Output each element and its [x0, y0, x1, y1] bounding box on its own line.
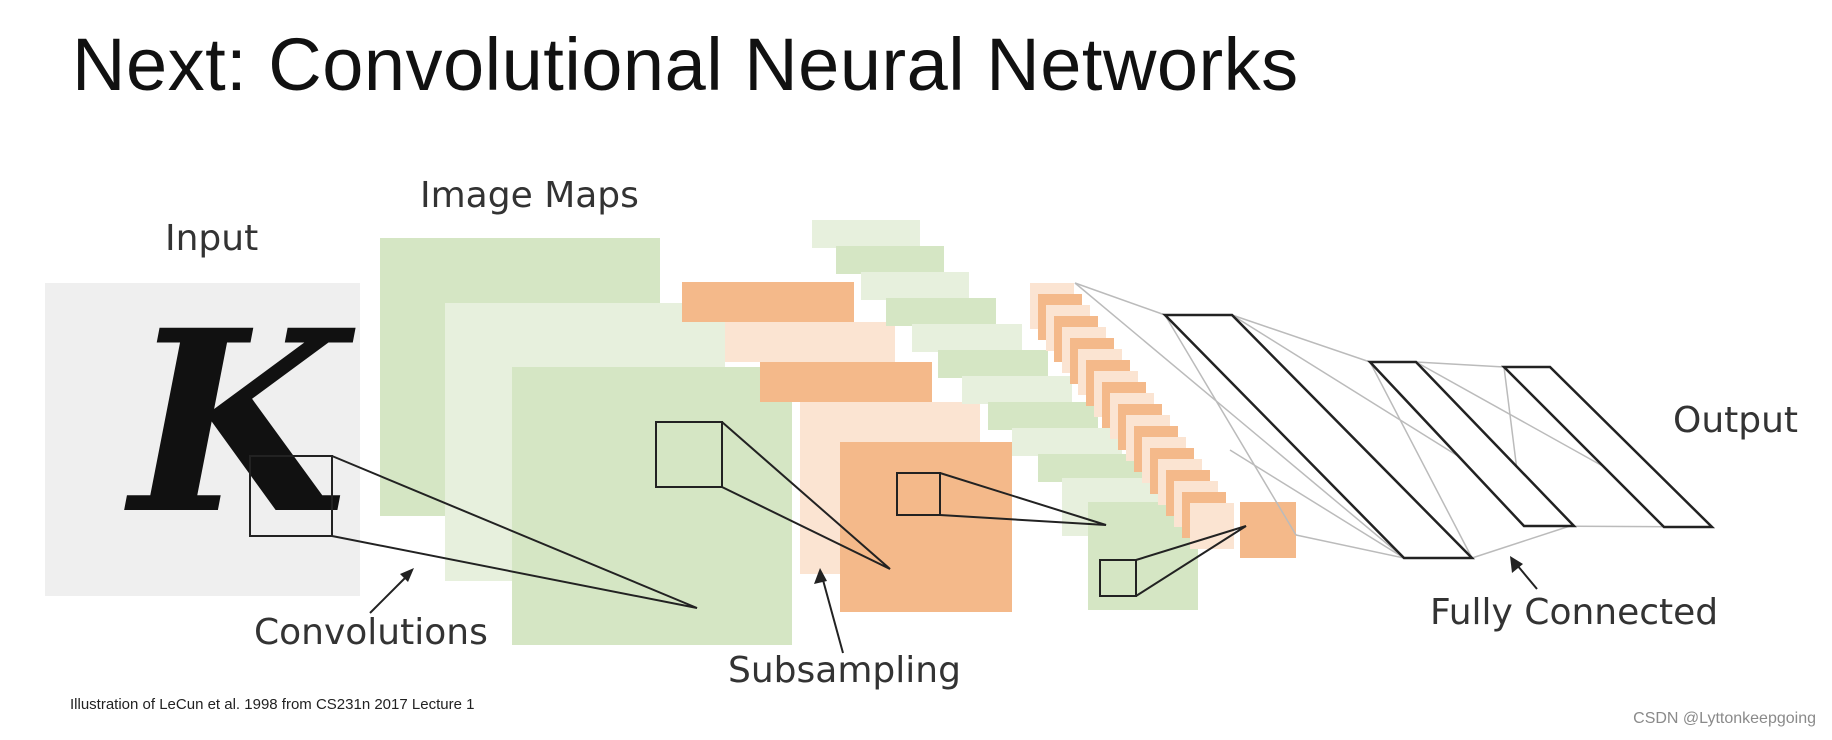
sub1-receptive-field	[896, 472, 941, 516]
conv2-receptive-field	[1099, 559, 1137, 597]
sub1-map-3	[760, 362, 932, 402]
fully-connected-pointer	[1516, 564, 1538, 590]
label-subsampling: Subsampling	[728, 650, 961, 691]
sub1-map-2	[725, 322, 895, 362]
label-output: Output	[1673, 400, 1799, 441]
input-glyph: K	[124, 275, 356, 569]
label-fully-connected: Fully Connected	[1430, 592, 1719, 633]
conv2-map-5	[912, 324, 1022, 352]
fully-connected-arrowhead	[1510, 556, 1523, 573]
sub1-projection	[721, 421, 891, 570]
sub1-map-1	[682, 282, 854, 322]
conv1-map-front	[512, 367, 792, 645]
sub2-projection	[1135, 525, 1247, 597]
convolutions-arrowhead	[400, 568, 414, 582]
fc-layer-1	[1162, 313, 1475, 560]
conv2-map-4	[886, 298, 996, 326]
slide-title: Next: Convolutional Neural Networks	[72, 23, 1299, 106]
subsampling-pointer	[822, 579, 844, 654]
conv2-projection	[939, 472, 1107, 526]
figure-caption: Illustration of LeCun et al. 1998 from C…	[70, 696, 475, 713]
watermark: CSDN @Lyttonkeepgoing	[1633, 710, 1816, 727]
conv2-map-1	[812, 220, 920, 248]
conv2-map-9	[1012, 428, 1122, 456]
fc-layer-2	[1367, 360, 1577, 528]
input-panel	[45, 283, 360, 596]
conv2-map-3	[861, 272, 969, 300]
conv1-receptive-field	[655, 421, 723, 488]
convolutions-pointer	[369, 572, 411, 614]
label-input: Input	[165, 218, 259, 259]
conv1-projection	[331, 455, 698, 609]
conv2-map-8	[988, 402, 1098, 430]
sub2-map-front	[1240, 502, 1296, 558]
conv2-map-2	[836, 246, 944, 274]
conv2-map-6	[938, 350, 1048, 378]
sub1-map-front	[840, 442, 1012, 612]
conv2-map-7	[962, 376, 1072, 404]
subsampling-arrowhead	[814, 568, 827, 584]
sub2-stack	[1030, 283, 1296, 558]
label-image-maps: Image Maps	[420, 175, 639, 216]
label-convolutions: Convolutions	[254, 612, 488, 653]
input-receptive-field	[249, 455, 333, 537]
fc-layer-output	[1500, 365, 1716, 529]
